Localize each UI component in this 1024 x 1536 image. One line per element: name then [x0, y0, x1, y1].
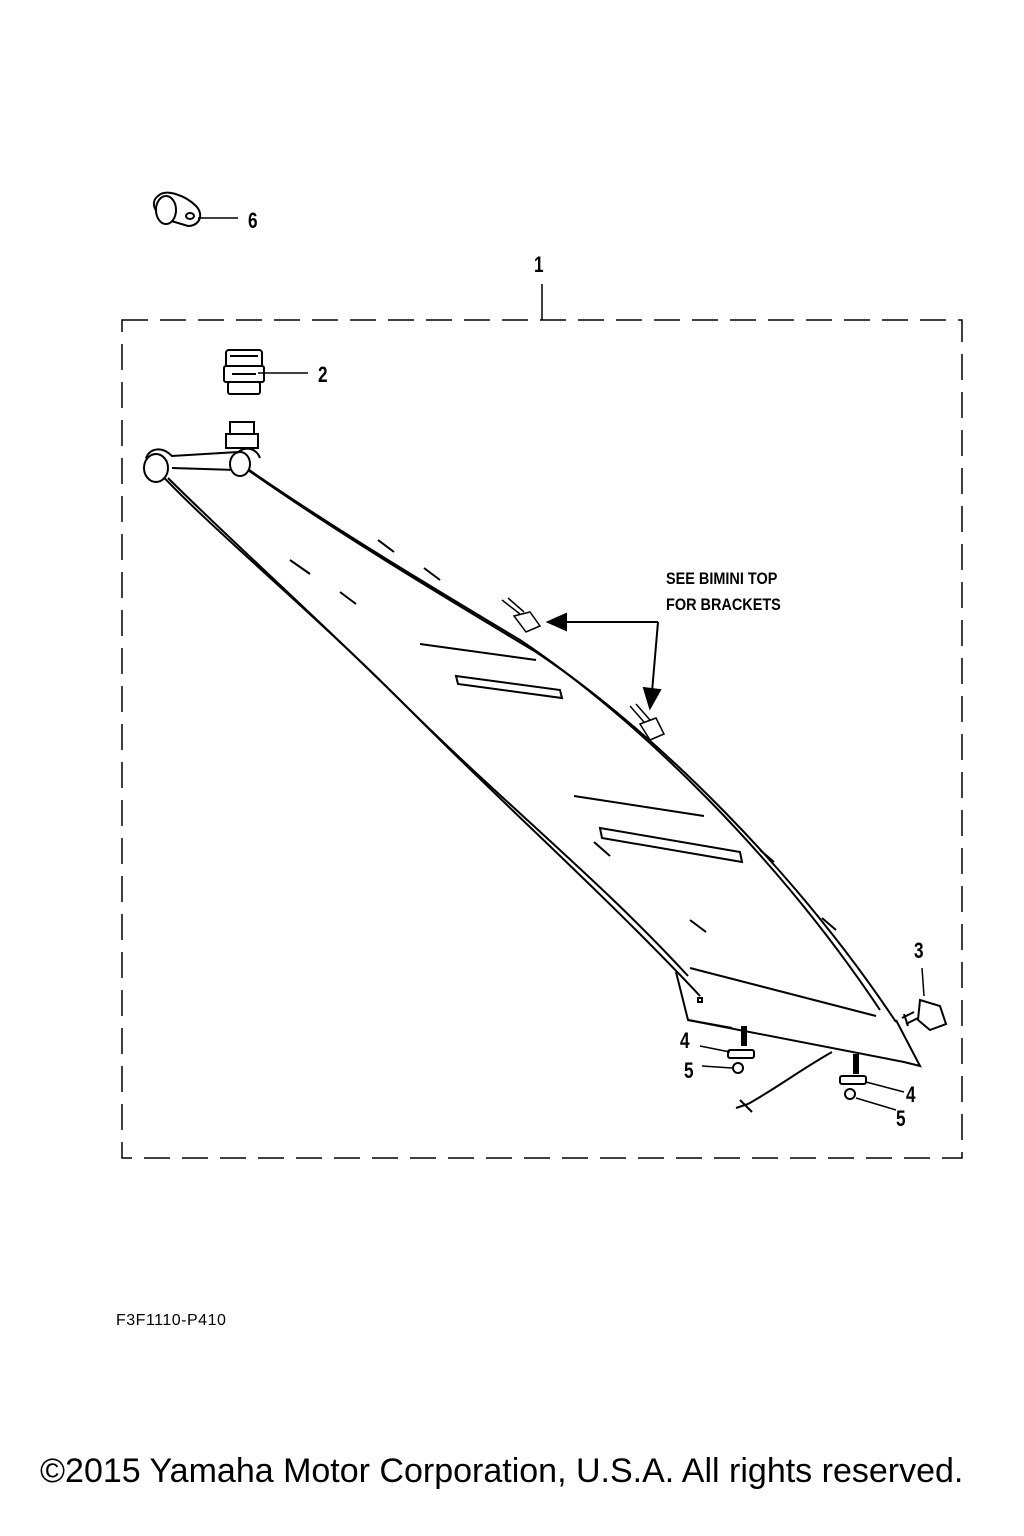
leader-5b [855, 1097, 897, 1111]
hardware-right [839, 1054, 867, 1100]
callout-1: 1 [534, 252, 544, 277]
leader-5a [701, 1065, 733, 1069]
bracket-note-line2: FOR BRACKETS [666, 595, 781, 614]
callout-2: 2 [318, 362, 328, 387]
hardware-left [727, 1026, 755, 1074]
callout-4a: 4 [680, 1028, 690, 1053]
leader-4a [699, 1045, 731, 1053]
callout-4b: 4 [906, 1082, 916, 1107]
part-3-knob [901, 998, 948, 1032]
wire-lead [735, 1051, 833, 1113]
part-2-cap [223, 349, 265, 395]
bracket-note-line1: SEE BIMINI TOP [666, 569, 778, 588]
figure-code: F3F1110-P410 [116, 1312, 227, 1329]
bracket-arrows [545, 612, 662, 711]
callout-6: 6 [248, 208, 258, 233]
callout-3: 3 [914, 938, 924, 963]
bracket-note: SEE BIMINI TOP FOR BRACKETS [666, 566, 781, 618]
callout-5a: 5 [684, 1058, 694, 1083]
copyright-notice: ©2015 Yamaha Motor Corporation, U.S.A. A… [40, 1452, 964, 1490]
frame-fitting [225, 421, 259, 449]
leader-3 [921, 967, 925, 997]
bimini-brackets [501, 597, 666, 741]
part-6-grommet [152, 191, 202, 228]
callout-5b: 5 [896, 1106, 906, 1131]
leader-4b [865, 1081, 905, 1093]
tower-frame [143, 447, 922, 1068]
